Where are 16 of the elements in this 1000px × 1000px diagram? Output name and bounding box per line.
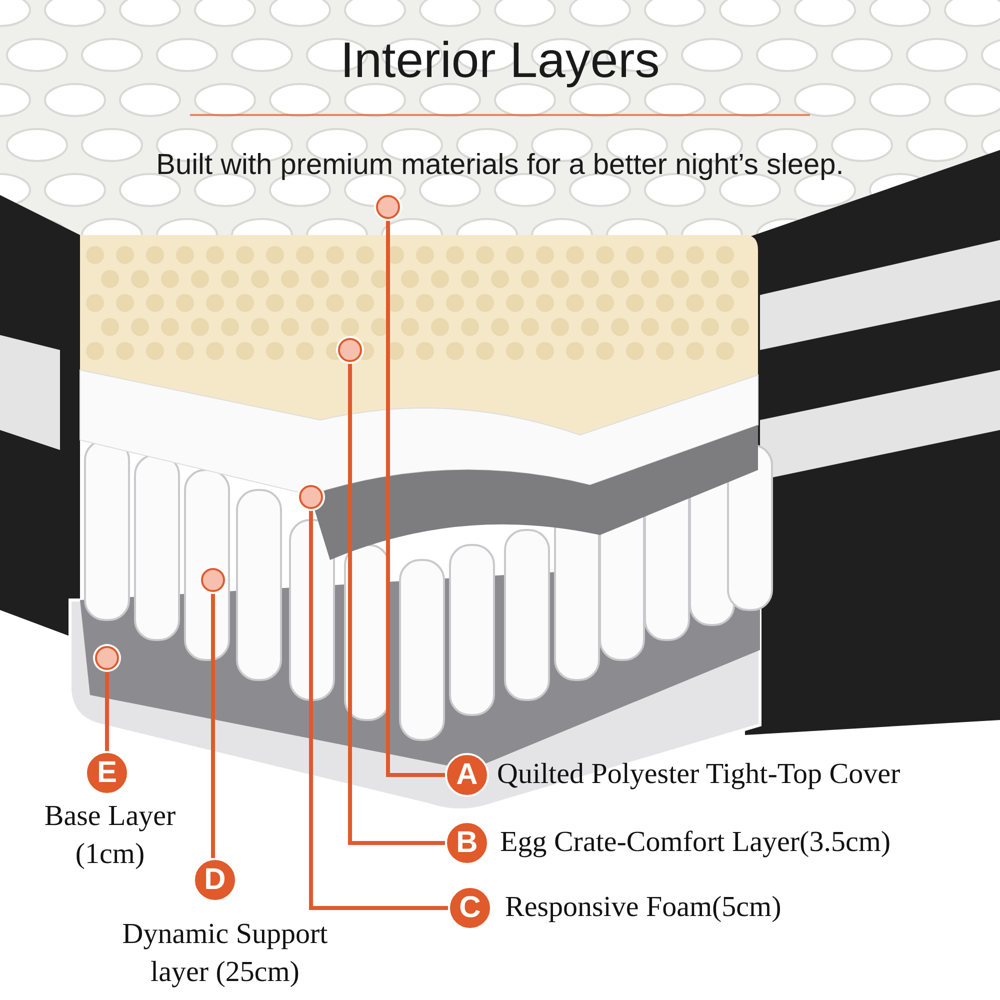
layer-label: Quilted Polyester Tight-Top Cover — [497, 757, 902, 792]
letter-badge: C — [448, 886, 492, 930]
layer-label: Responsive Foam(5cm) — [505, 890, 782, 925]
leader-line — [386, 219, 445, 777]
title: Interior Layers — [339, 31, 661, 90]
layer-label: Base Layer (1cm) — [43, 799, 177, 872]
letter-badge: D — [193, 858, 237, 902]
letter-badge: B — [445, 821, 489, 865]
leader-line — [309, 509, 448, 910]
layer-label: Dynamic Support layer (25cm) — [121, 917, 329, 990]
layer-label: Egg Crate-Comfort Layer(3.5cm) — [500, 825, 892, 860]
letter-badge: E — [85, 751, 129, 795]
subtitle: Built with premium materials for a better night’s sleep. — [155, 148, 845, 183]
leader-line — [211, 592, 215, 858]
leader-line — [105, 670, 109, 751]
leader-line — [348, 362, 445, 845]
